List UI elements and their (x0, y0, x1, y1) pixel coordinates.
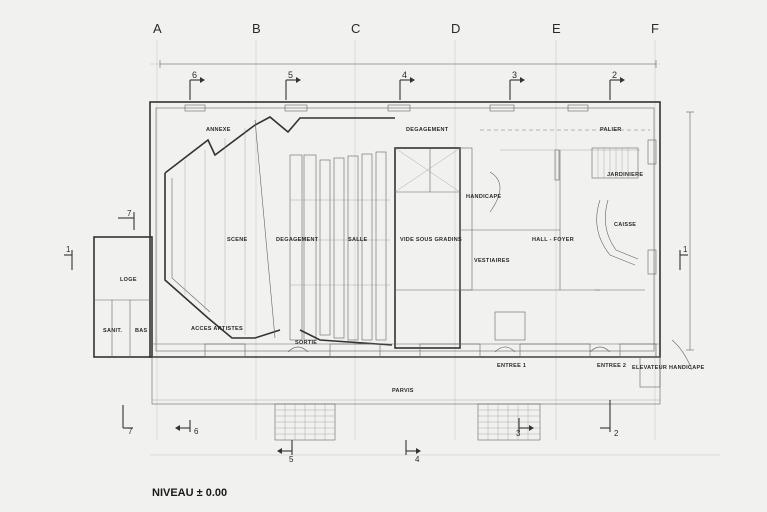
room-label-degagement: DEGAGEMENT (276, 237, 319, 243)
room-label-sanit: SANIT. (103, 328, 122, 334)
section-mark-bottom-6: 6 (194, 427, 199, 436)
grid-col-e: E (552, 21, 561, 36)
level-title: NIVEAU ± 0.00 (152, 487, 227, 499)
room-label-vestiaires: VESTIAIRES (474, 258, 510, 264)
room-label-handicape: HANDICAPE (466, 194, 501, 200)
under-bleacher-void (394, 147, 461, 349)
section-markers-side (64, 212, 688, 270)
room-label-palier: PALIER (600, 127, 622, 133)
section-mark-left-1: 1 (66, 245, 71, 254)
grid-col-d: D (451, 21, 460, 36)
hall-foyer-interior (459, 129, 650, 341)
room-label-degagement-top: DEGAGEMENT (406, 127, 449, 133)
section-mark-top-4: 4 (402, 70, 407, 80)
section-mark-left-7: 7 (127, 209, 132, 218)
front-facade (150, 343, 660, 358)
grid-col-c: C (351, 21, 360, 36)
section-mark-bottom-2: 2 (614, 429, 619, 438)
room-label-parvis: PARVIS (392, 388, 414, 394)
section-mark-bottom-3: 3 (516, 429, 521, 438)
auditorium-seating (289, 151, 393, 346)
section-mark-top-5: 5 (288, 70, 293, 80)
room-label-entree-2: ENTREE 2 (597, 363, 626, 369)
room-label-bas: BAS (135, 328, 148, 334)
room-label-acces-artistes: ACCES ARTISTES (191, 326, 243, 332)
section-mark-bottom-7: 7 (128, 427, 133, 436)
room-label-annexe: ANNEXE (206, 127, 231, 133)
section-mark-top-3: 3 (512, 70, 517, 80)
section-mark-bottom-5: 5 (289, 455, 294, 464)
dimension-lines (159, 60, 694, 351)
section-markers-top (189, 77, 625, 100)
section-mark-right-1: 1 (683, 245, 688, 254)
forecourt (151, 339, 693, 441)
section-mark-bottom-4: 4 (415, 455, 420, 464)
grid-col-f: F (651, 21, 659, 36)
section-markers-bottom (122, 400, 611, 455)
room-label-scene: SCENE (227, 237, 247, 243)
room-label-jardiniere: JARDINIERE (607, 172, 643, 178)
room-label-elevateur: ELEVATEUR HANDICAPE (632, 365, 704, 371)
grid-col-b: B (252, 21, 261, 36)
section-mark-top-2: 2 (612, 70, 617, 80)
room-label-hall-foyer: HALL - FOYER (532, 237, 574, 243)
room-label-salle: SALLE (348, 237, 368, 243)
grid-col-a: A (153, 21, 162, 36)
stage-outline (164, 116, 395, 339)
room-label-sortie: SORTIE (295, 340, 317, 346)
section-mark-top-6: 6 (192, 70, 197, 80)
room-label-loge: LOGE (120, 277, 137, 283)
room-label-vide-sous-gradins: VIDE SOUS GRADINS (400, 237, 462, 243)
room-label-caisse: CAISSE (614, 222, 636, 228)
room-label-entree-1: ENTREE 1 (497, 363, 526, 369)
exterior-walls (93, 101, 661, 358)
